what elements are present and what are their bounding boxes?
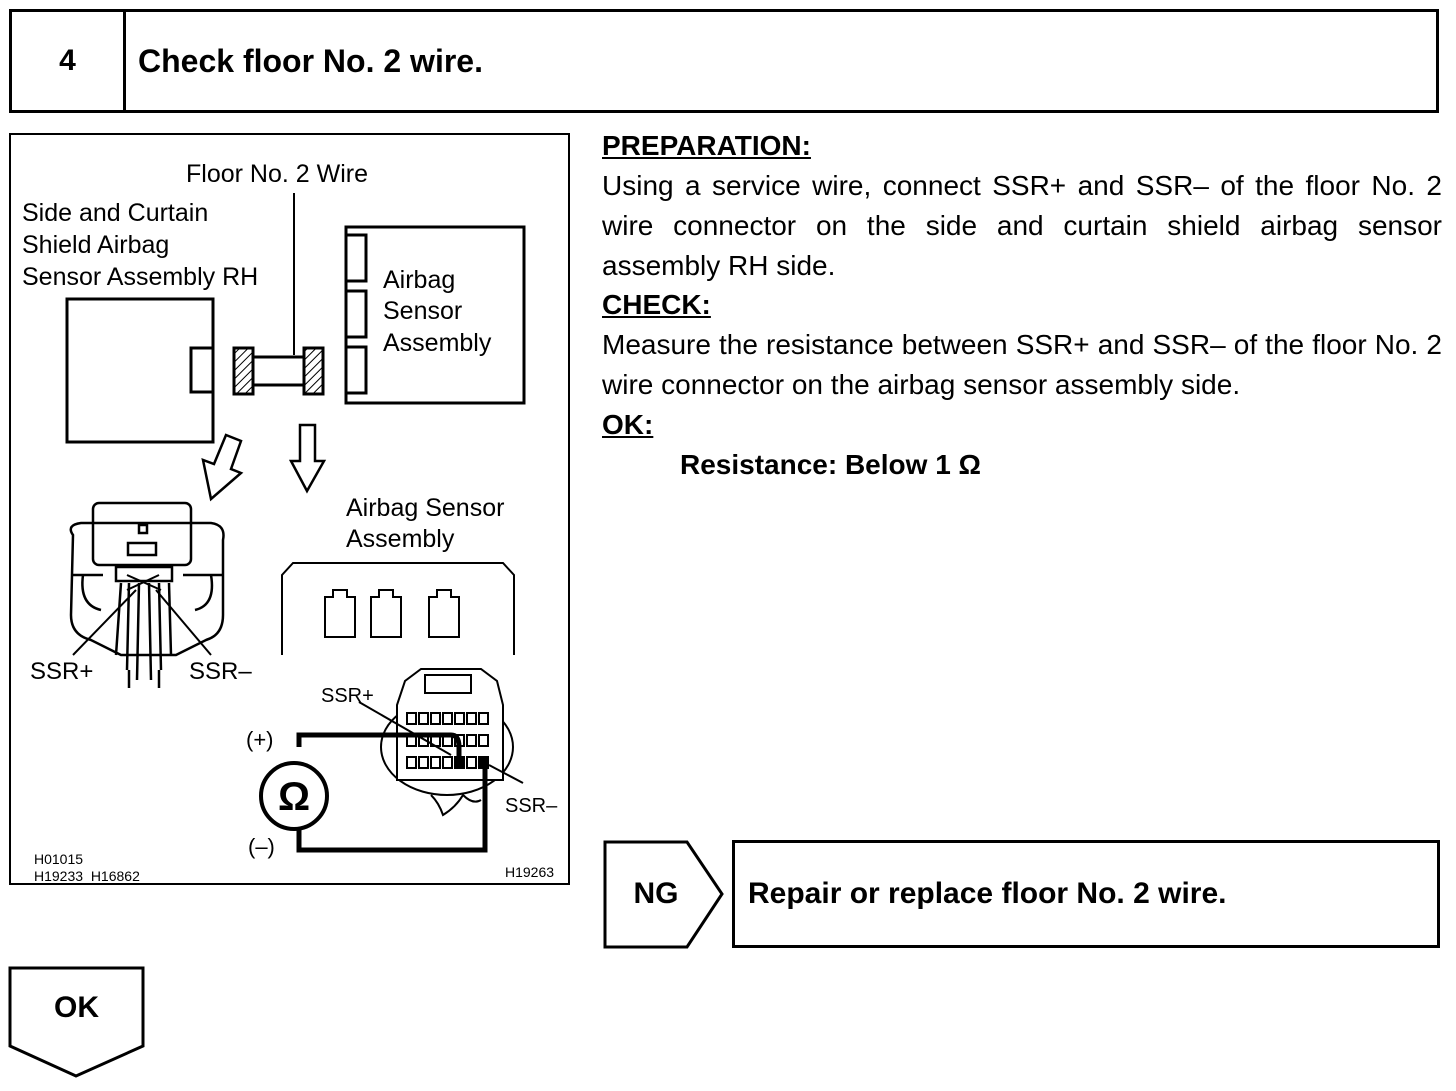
step-header: 4 Check floor No. 2 wire. — [9, 9, 1439, 113]
side-sensor-port — [189, 346, 215, 394]
side-sensor-connector — [69, 501, 225, 688]
airbag-sensor-assembly-drawing — [281, 562, 515, 655]
meter-minus-label: (–) — [248, 834, 275, 859]
ng-label: NG — [633, 877, 679, 910]
ssr-plus-right: SSR+ — [321, 685, 374, 707]
figure-code-1: H01015 — [34, 851, 83, 867]
figure-code-2: H19233 H16862 — [34, 868, 140, 884]
figure-code-3: H19263 — [505, 864, 554, 880]
floor-wire-label: Floor No. 2 Wire — [186, 160, 368, 188]
down-arrow-right — [288, 423, 327, 494]
airbag-box-label-3: Assembly — [383, 329, 492, 357]
ohmmeter-symbol: Ω — [278, 775, 310, 819]
step-title: Check floor No. 2 wire. — [138, 42, 483, 79]
ok-spec: Resistance: Below 1 Ω — [680, 449, 981, 480]
step-number: 4 — [12, 12, 126, 110]
ssr-minus-left: SSR– — [189, 658, 252, 685]
ohmmeter — [259, 761, 329, 831]
check-text: Measure the resistance between SSR+ and … — [602, 329, 1442, 400]
harness-connector — [380, 668, 514, 817]
ssr-minus-right: SSR– — [505, 795, 558, 817]
preparation-text: Using a service wire, connect SSR+ and S… — [602, 170, 1442, 281]
meter-lead-plus — [296, 732, 462, 763]
airbag-box-label-2: Sensor — [383, 297, 462, 325]
meter-plus-label: (+) — [246, 727, 274, 752]
ng-arrow-shape — [603, 840, 724, 949]
ng-action: Repair or replace floor No. 2 wire. — [732, 840, 1440, 948]
airbag-sensor-label-1: Airbag Sensor — [346, 494, 504, 522]
wire-connector-right — [302, 346, 325, 396]
wiring-diagram-drawing: Floor No. 2 Wire Side and Curtain Shield… — [22, 160, 558, 884]
ok-heading: OK: — [602, 409, 654, 440]
side-sensor-box — [65, 297, 215, 444]
check-heading: CHECK: — [602, 289, 711, 320]
ok-arrow — [0, 0, 160, 1091]
side-sensor-label-2: Shield Airbag — [22, 231, 169, 259]
airbag-box-label-1: Airbag — [383, 266, 455, 294]
preparation-heading: PREPARATION: — [602, 130, 811, 161]
ok-arrow-shape — [8, 966, 145, 1078]
ssr-plus-left: SSR+ — [30, 658, 93, 685]
ok-label: OK — [54, 991, 99, 1024]
side-sensor-label-3: Sensor Assembly RH — [22, 263, 258, 291]
side-sensor-label-1: Side and Curtain — [22, 199, 208, 227]
meter-lead-minus — [296, 763, 488, 853]
wire-connector-left — [232, 346, 255, 396]
airbag-sensor-label-2: Assembly — [346, 525, 455, 553]
down-arrow-left — [201, 433, 244, 502]
airbag-sensor-box — [344, 225, 526, 405]
wiring-diagram: Floor No. 2 Wire Side and Curtain Shield… — [9, 133, 570, 885]
